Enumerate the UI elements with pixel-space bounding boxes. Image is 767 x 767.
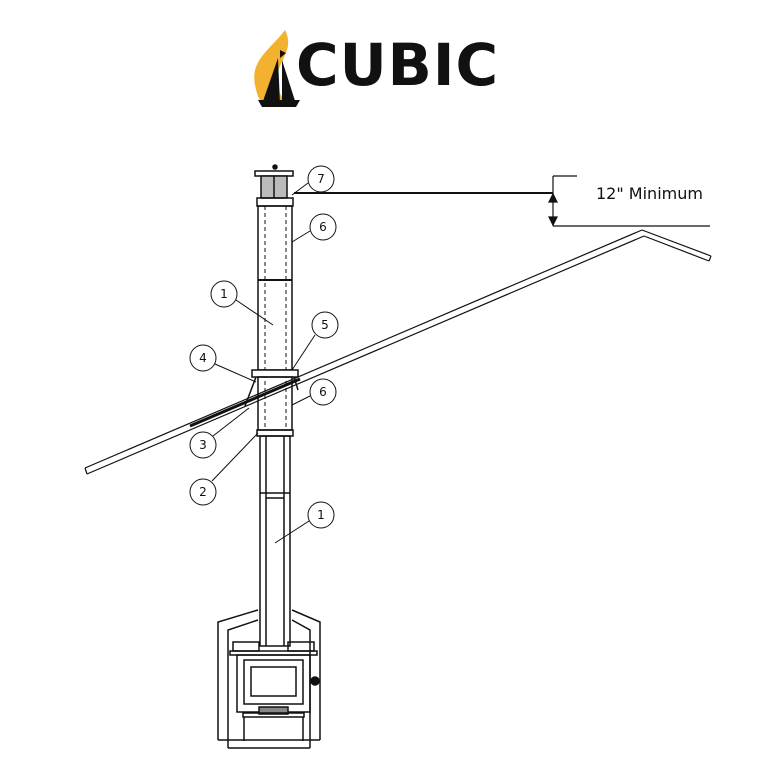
callout-4: 4	[189, 344, 257, 383]
svg-text:5: 5	[321, 318, 329, 332]
dimension-label: 12" Minimum	[596, 184, 703, 203]
callout-6-lower: 6	[291, 378, 337, 406]
svg-text:4: 4	[199, 351, 207, 365]
callout-7: 7	[291, 165, 335, 196]
callout-1-lower: 1	[274, 501, 335, 544]
callout-6-upper: 6	[291, 213, 337, 243]
chimney-cap	[254, 164, 294, 207]
callout-3: 3	[189, 407, 250, 459]
svg-text:6: 6	[319, 220, 327, 234]
chimney-pipe-upper	[244, 205, 299, 437]
svg-text:2: 2	[199, 485, 207, 499]
svg-text:6: 6	[319, 385, 327, 399]
stove-pipe-lower	[259, 435, 291, 647]
callout-5: 5	[291, 311, 339, 371]
roof	[84, 229, 712, 475]
svg-text:7: 7	[317, 172, 325, 186]
svg-text:1: 1	[220, 287, 228, 301]
wood-stove	[217, 609, 321, 749]
callouts: 7 6 1 5 4 6 3 2 1	[189, 165, 339, 544]
svg-text:1: 1	[317, 508, 325, 522]
callout-1-upper: 1	[210, 280, 274, 326]
logo-mark	[254, 30, 300, 107]
svg-text:3: 3	[199, 438, 207, 452]
logo-text: CUBIC	[296, 31, 500, 99]
callout-2: 2	[189, 432, 259, 506]
dimension-12-inch	[294, 175, 710, 227]
